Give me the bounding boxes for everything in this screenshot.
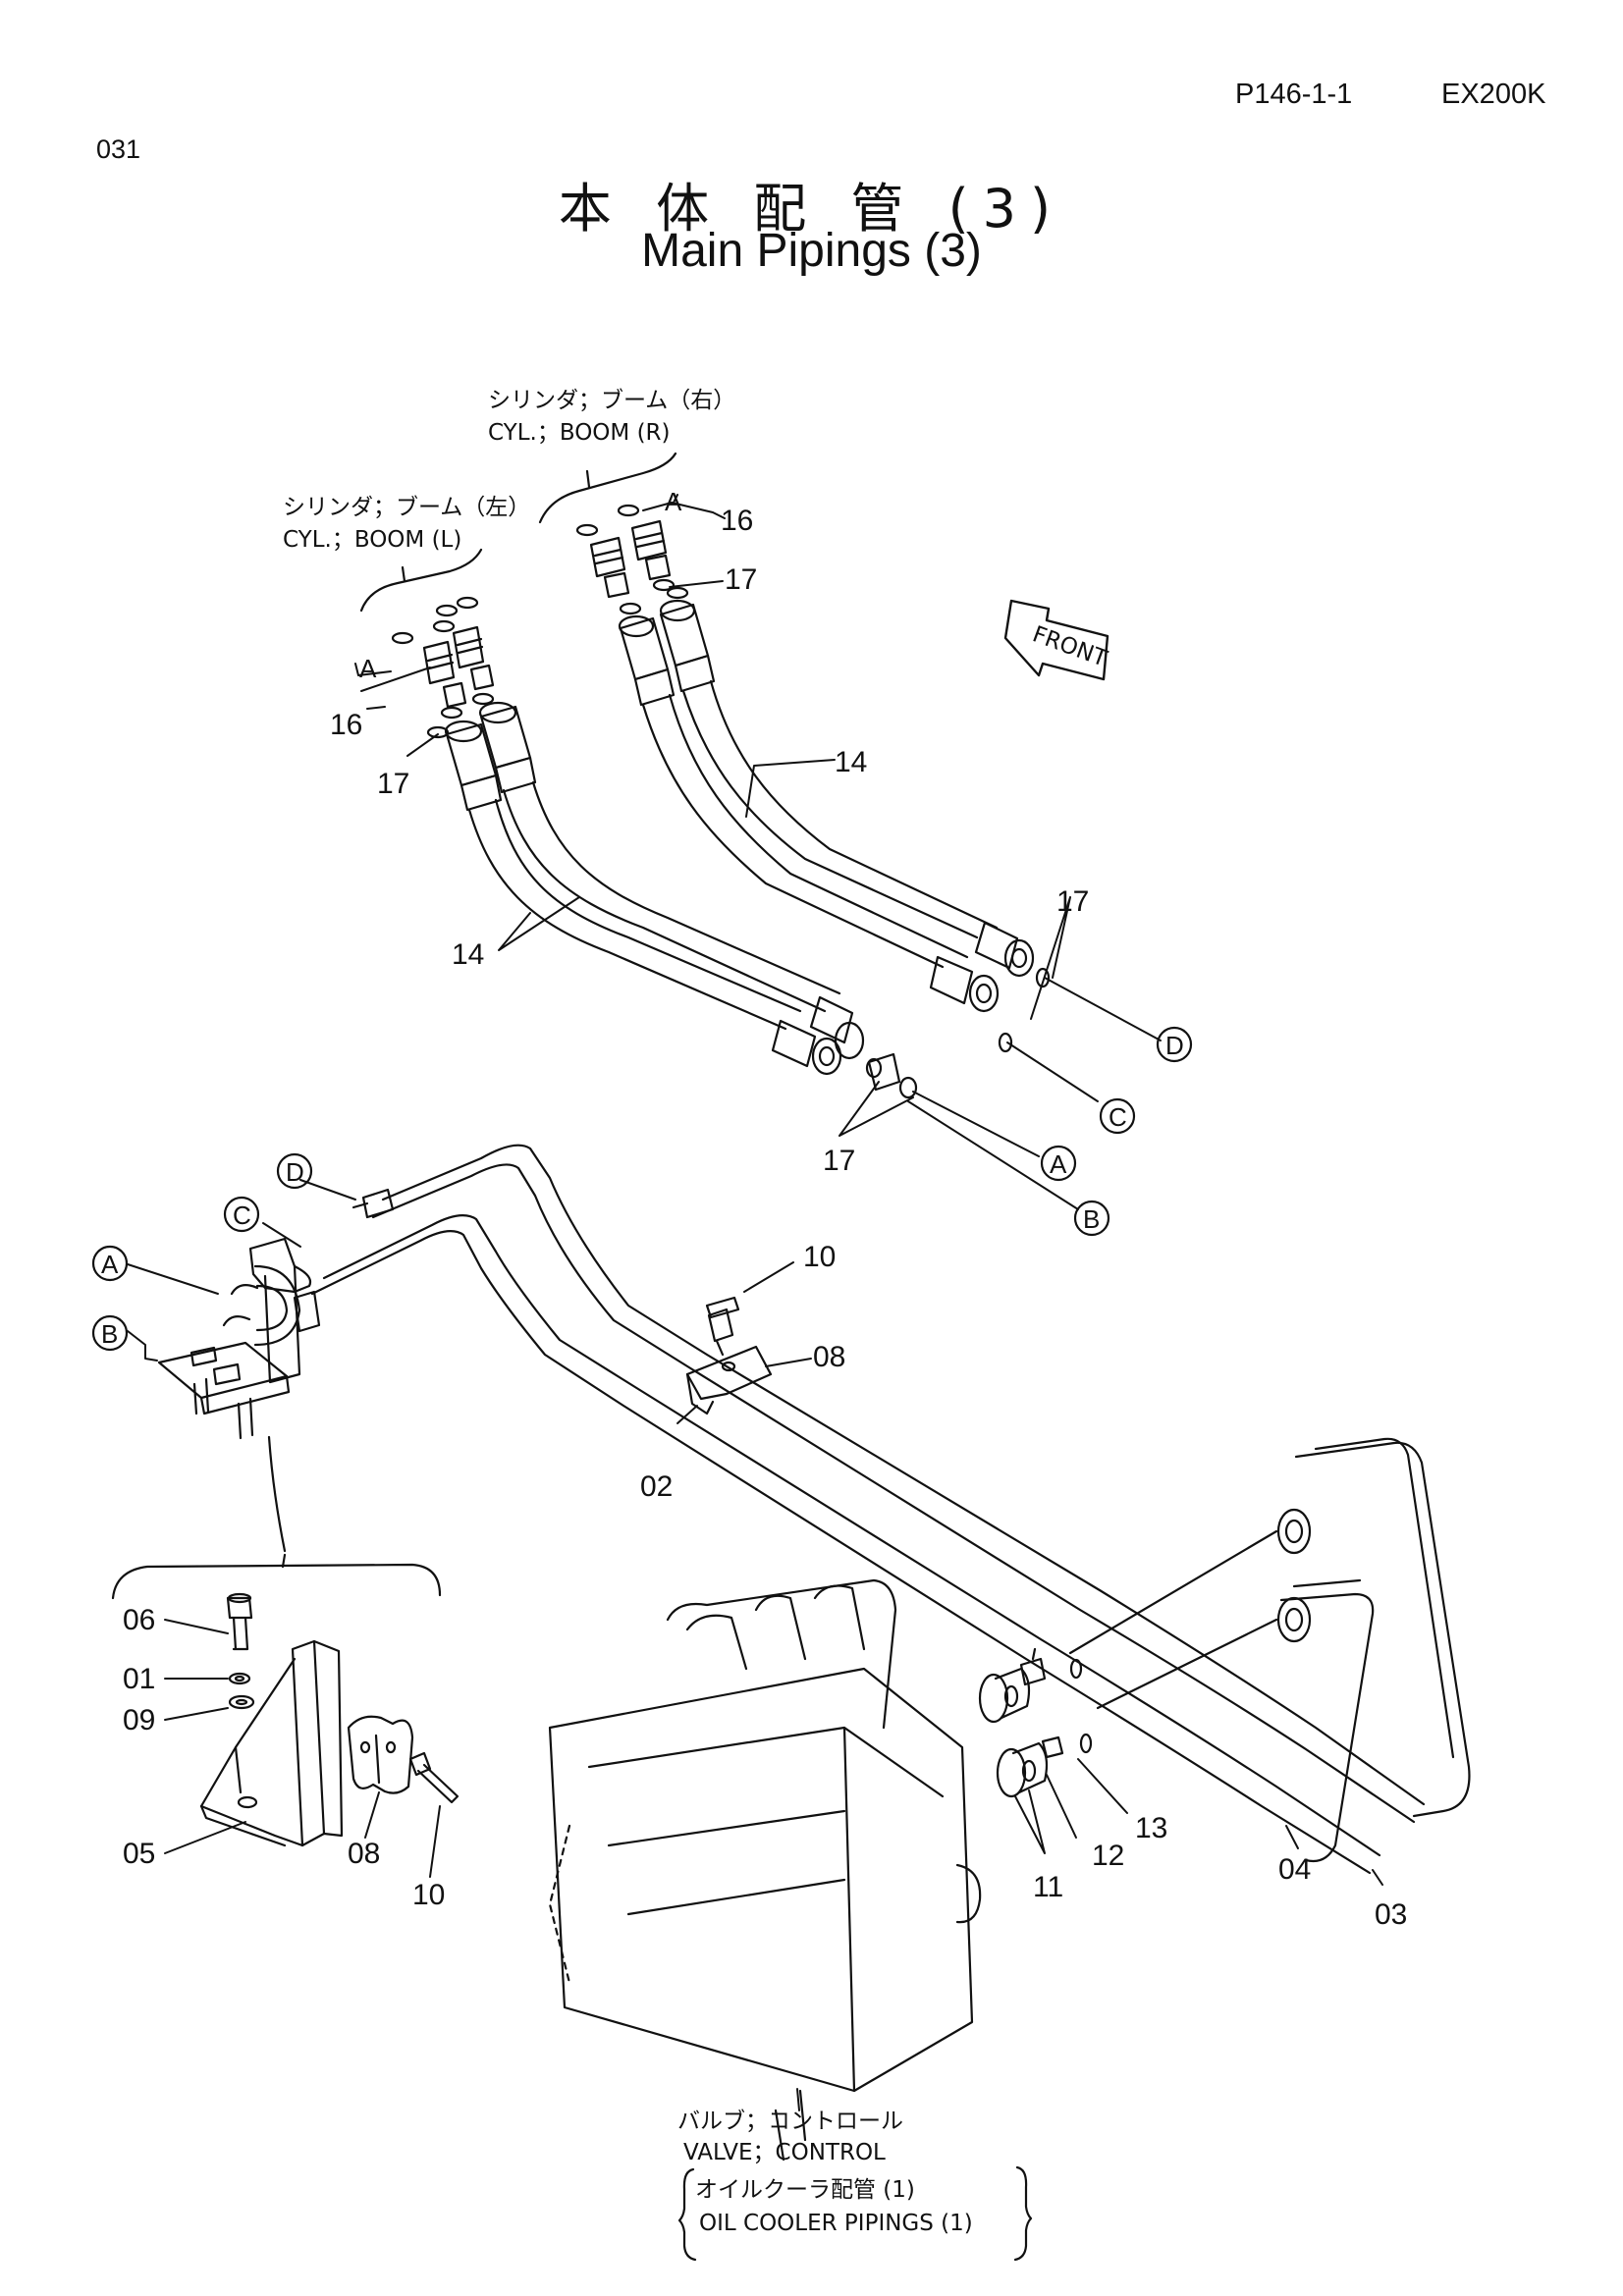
callout-circles: D C A B D C A B bbox=[91, 1026, 1193, 1352]
svg-text:D: D bbox=[1165, 1031, 1184, 1060]
part-label-16: 16 bbox=[330, 709, 362, 741]
caption-boom-r-en: CYL.；BOOM (R) bbox=[488, 420, 671, 446]
caption-boom-l-jp: シリンダ；ブーム（左） bbox=[283, 495, 530, 520]
part-label-17: 17 bbox=[377, 768, 409, 800]
caption-boom-l-en: CYL.；BOOM (L) bbox=[283, 527, 461, 553]
caption-valve-jp: バルブ；コントロール bbox=[677, 2109, 903, 2134]
callout-c-lower: C bbox=[223, 1196, 260, 1233]
caption-brace-left bbox=[677, 2167, 697, 2262]
tag-a-boom-l: A bbox=[359, 654, 377, 683]
callout-a-lower: A bbox=[91, 1245, 129, 1282]
svg-text:C: C bbox=[233, 1201, 251, 1230]
leader-lines bbox=[127, 494, 1383, 2111]
part-label-04: 04 bbox=[1278, 1853, 1311, 1886]
caption-boom-r-jp: シリンダ；ブーム（右） bbox=[488, 388, 735, 413]
part-label-11: 11 bbox=[1033, 1871, 1063, 1903]
part-label-14: 14 bbox=[835, 746, 867, 778]
callout-a-upper: A bbox=[1040, 1145, 1077, 1182]
control-valve bbox=[548, 1578, 982, 2162]
pipe-clamp bbox=[685, 1296, 773, 1415]
svg-text:C: C bbox=[1109, 1102, 1127, 1132]
callout-c-upper: C bbox=[1099, 1097, 1136, 1135]
page-code: P146-1-1 bbox=[1235, 79, 1353, 110]
part-label-10: 10 bbox=[803, 1241, 836, 1273]
part-label-14: 14 bbox=[452, 938, 484, 971]
caption-brace-right bbox=[1013, 2165, 1033, 2262]
tag-a-boom-r: A bbox=[665, 487, 682, 516]
svg-text:B: B bbox=[1083, 1204, 1100, 1234]
part-label-10: 10 bbox=[412, 1879, 445, 1911]
callout-d-lower: D bbox=[276, 1152, 313, 1190]
part-label-16: 16 bbox=[721, 505, 753, 537]
caption-oil-cooler-jp: オイルクーラ配管 (1) bbox=[695, 2177, 915, 2203]
caption-oil-cooler-en: OIL COOLER PIPINGS (1) bbox=[699, 2211, 973, 2236]
part-label-09: 09 bbox=[123, 1704, 155, 1736]
part-label-03: 03 bbox=[1375, 1898, 1407, 1931]
model-number: EX200K bbox=[1441, 79, 1546, 110]
part-label-08: 08 bbox=[348, 1838, 380, 1870]
front-arrow: FRONT bbox=[1003, 599, 1111, 681]
hose-assembly-boom-l bbox=[391, 596, 918, 1099]
svg-text:A: A bbox=[101, 1250, 119, 1279]
hose-assembly-boom-r bbox=[575, 504, 1051, 1053]
page-number: 031 bbox=[96, 134, 141, 164]
title-english: Main Pipings (3) bbox=[641, 225, 982, 277]
part-labels: 16 17 16 17 14 14 17 17 10 08 02 13 12 1… bbox=[123, 505, 1407, 1931]
callout-d-upper: D bbox=[1156, 1026, 1193, 1063]
group-bracket-boom-r bbox=[538, 452, 677, 524]
flange-set bbox=[978, 1647, 1093, 1798]
mount-bracket-assembly bbox=[157, 1188, 395, 1553]
part-label-17: 17 bbox=[1056, 885, 1089, 918]
part-label-05: 05 bbox=[123, 1838, 155, 1870]
part-label-13: 13 bbox=[1135, 1812, 1167, 1844]
svg-text:B: B bbox=[101, 1319, 118, 1349]
svg-text:A: A bbox=[1050, 1149, 1067, 1179]
callout-b-lower: B bbox=[91, 1314, 129, 1352]
part-label-12: 12 bbox=[1092, 1840, 1124, 1872]
main-pipes bbox=[310, 1144, 1471, 1875]
detail-inset bbox=[111, 1553, 460, 1847]
callout-b-upper: B bbox=[1073, 1200, 1110, 1237]
part-label-17: 17 bbox=[725, 563, 757, 596]
part-label-17: 17 bbox=[823, 1145, 855, 1177]
pipe-end-nut bbox=[1276, 1596, 1312, 1643]
caption-valve-en: VALVE；CONTROL bbox=[683, 2140, 886, 2165]
part-label-01: 01 bbox=[123, 1663, 155, 1695]
group-bracket-boom-l bbox=[359, 548, 483, 613]
part-label-08: 08 bbox=[813, 1341, 845, 1373]
part-label-02: 02 bbox=[640, 1470, 673, 1503]
title-japanese: 本 体 配 管 (3) bbox=[558, 178, 1065, 240]
pipe-end-nut bbox=[1276, 1508, 1312, 1555]
part-label-06: 06 bbox=[123, 1604, 155, 1636]
svg-text:D: D bbox=[286, 1157, 304, 1187]
